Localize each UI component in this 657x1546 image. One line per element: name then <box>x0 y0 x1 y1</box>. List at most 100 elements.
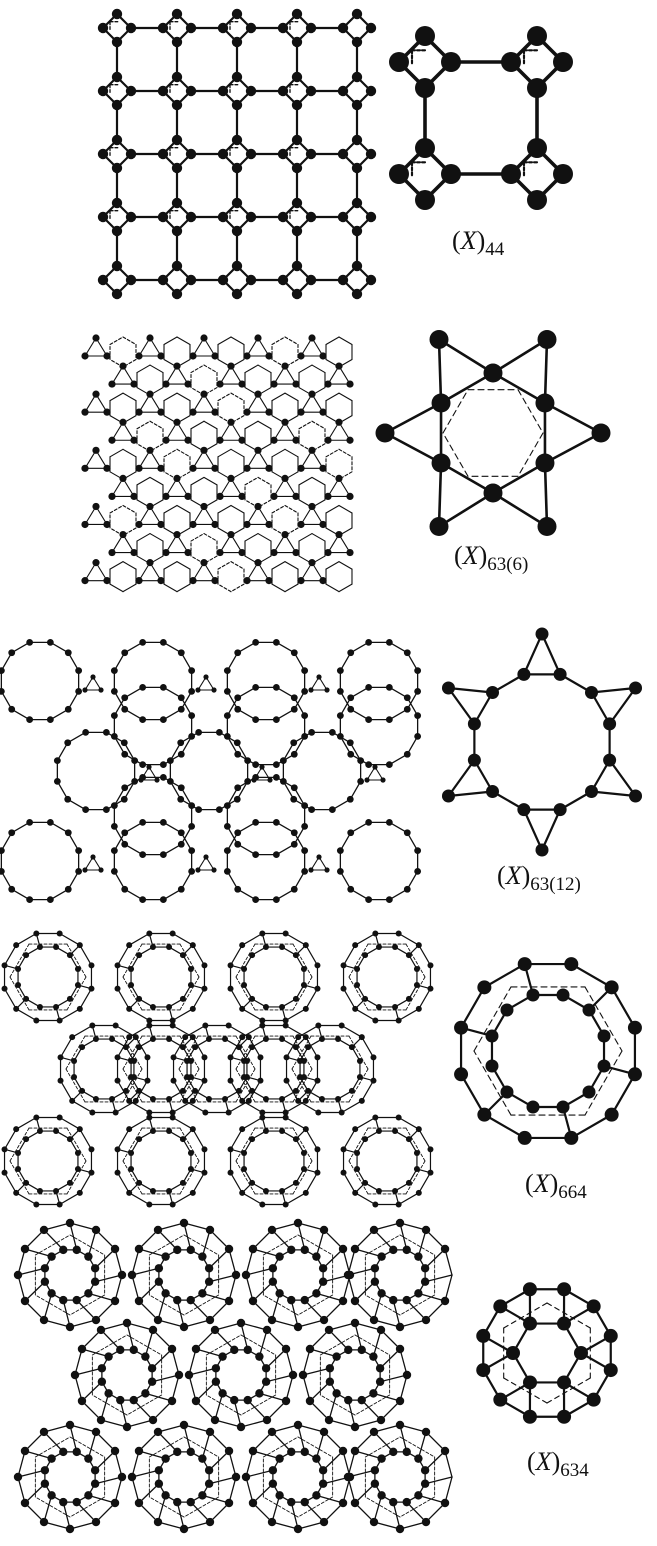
atom <box>301 1448 309 1456</box>
atom <box>66 1421 74 1429</box>
atom <box>341 962 347 968</box>
label-44: (X)44 <box>452 226 504 261</box>
atom <box>136 1180 142 1186</box>
bond <box>231 337 244 345</box>
atom <box>319 1480 327 1488</box>
atom <box>557 1317 571 1331</box>
atom <box>415 78 435 98</box>
atom <box>278 149 288 159</box>
atom <box>442 682 455 695</box>
atom <box>224 823 231 830</box>
atom <box>182 1034 188 1040</box>
atom <box>523 1410 537 1424</box>
atom <box>376 1364 384 1372</box>
atom <box>557 1410 571 1424</box>
atom <box>224 868 231 875</box>
bond <box>339 393 352 401</box>
bond <box>118 1173 130 1193</box>
atom <box>157 465 164 472</box>
atom <box>415 190 435 210</box>
atom <box>228 1146 234 1152</box>
atom <box>161 1289 169 1297</box>
atom <box>432 454 451 473</box>
atom <box>493 1393 507 1407</box>
bond <box>72 1101 92 1113</box>
atom <box>57 1017 63 1023</box>
atom <box>172 135 182 145</box>
atom <box>92 559 99 566</box>
atom <box>188 802 195 809</box>
atom <box>301 1296 309 1304</box>
dashed-bond <box>180 1161 199 1194</box>
atom <box>326 1364 334 1372</box>
bond <box>60 934 80 946</box>
atom <box>158 86 168 96</box>
dashed-bond <box>406 977 425 1010</box>
atom <box>98 1364 106 1372</box>
atom <box>319 1096 325 1102</box>
label-634-symbol: X <box>536 1447 552 1476</box>
atom <box>249 1447 257 1455</box>
atom <box>182 1098 188 1104</box>
atom <box>421 1466 429 1474</box>
atom <box>301 667 308 674</box>
atom <box>527 78 547 98</box>
dashed-bond <box>123 1128 142 1161</box>
atom <box>287 1498 295 1506</box>
atom <box>319 521 326 528</box>
atom <box>103 465 110 472</box>
atom <box>283 931 289 937</box>
atom <box>186 149 196 159</box>
atom <box>414 1491 422 1499</box>
atom <box>303 942 309 948</box>
atom <box>119 531 126 538</box>
atom <box>97 1326 105 1334</box>
atom <box>293 952 299 958</box>
atom <box>172 261 182 271</box>
atom <box>232 1473 240 1481</box>
atom <box>216 729 223 736</box>
bond <box>80 1129 92 1149</box>
atom <box>392 1128 398 1134</box>
atom <box>237 1319 245 1327</box>
atom <box>396 1525 404 1533</box>
atom <box>188 712 195 719</box>
atom <box>292 493 299 500</box>
bond <box>61 1037 73 1057</box>
atom <box>376 944 382 950</box>
atom <box>306 275 316 285</box>
bond <box>399 934 419 946</box>
atom <box>308 559 315 566</box>
atom <box>175 1371 183 1379</box>
atom <box>69 1034 75 1040</box>
atom <box>232 261 242 271</box>
atom <box>158 23 168 33</box>
atom <box>188 733 195 740</box>
atom <box>21 1297 29 1305</box>
atom <box>371 1278 379 1286</box>
atom <box>583 1003 596 1016</box>
atom <box>314 1170 320 1176</box>
bond <box>173 934 193 946</box>
atom <box>65 706 72 713</box>
atom <box>161 1491 169 1499</box>
atom <box>166 1096 172 1102</box>
atom <box>218 86 228 96</box>
atom <box>239 942 245 948</box>
atom <box>538 330 557 349</box>
atom <box>211 867 216 872</box>
dashed-bond <box>164 449 177 457</box>
atom <box>351 1499 359 1507</box>
atom <box>168 1397 176 1405</box>
atom <box>79 1088 85 1094</box>
atom <box>335 531 342 538</box>
atom <box>422 1226 430 1234</box>
atom <box>232 72 242 82</box>
atom <box>339 1109 345 1115</box>
atom <box>54 757 61 764</box>
atom <box>135 1499 143 1507</box>
bond <box>164 393 177 401</box>
atom <box>108 493 115 500</box>
atom <box>226 1109 232 1115</box>
dashed-bond <box>177 449 190 457</box>
